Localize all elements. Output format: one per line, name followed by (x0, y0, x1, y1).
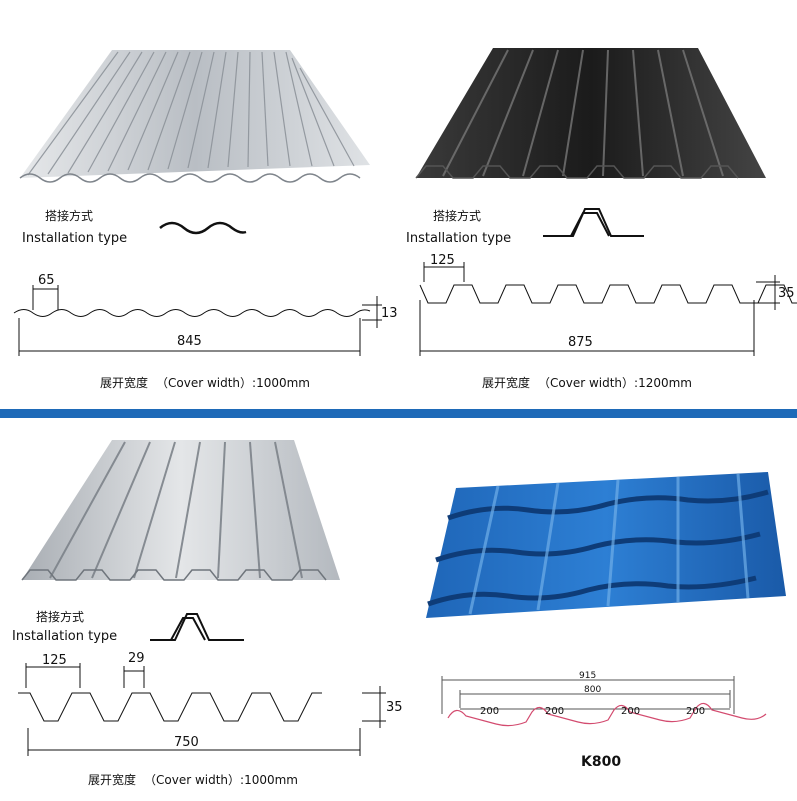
fine-corrugated-sheet-image (19, 50, 370, 183)
cover-width-en: （Cover width）:1200mm (538, 376, 692, 390)
segment-dimension: 200 (480, 706, 499, 717)
install-en-label: Installation type (406, 231, 511, 246)
black-trapezoidal-sheet-image (415, 48, 766, 179)
pitch-dimension: 125 (430, 253, 455, 268)
fine-corrugated-profile (13, 285, 382, 356)
glazed-tile-drawing: 915 800 200 200 200 200 K800 (426, 472, 786, 770)
cover-width-en: （Cover width）:1000mm (144, 773, 298, 787)
segment-dimension: 200 (545, 706, 564, 717)
panel-fine-corrugated: 搭接方式 Installation type 65 13 845 展开宽度 （C… (0, 0, 398, 410)
span-dimension: 750 (174, 735, 199, 750)
install-cn-label: 搭接方式 (433, 208, 481, 223)
model-label: K800 (581, 754, 621, 770)
install-type-icon (159, 221, 247, 235)
height-dimension: 35 (386, 700, 403, 715)
trapezoidal-profile (419, 262, 797, 356)
cover-width-cn: 展开宽度 (88, 772, 136, 787)
pitch-dimension: 125 (42, 653, 67, 668)
top-width-dimension: 29 (128, 651, 145, 666)
trapezoidal-profile (18, 663, 386, 756)
install-en-label: Installation type (22, 231, 127, 246)
overall-width-dimension: 915 (579, 671, 596, 681)
trapezoidal-silver-drawing: 搭接方式 Installation type 125 29 35 750 展开宽… (12, 440, 403, 787)
cover-width-cn: 展开宽度 (100, 375, 148, 390)
panel-trapezoidal-black: 搭接方式 Installation type 125 35 875 展开宽度 （… (398, 0, 797, 410)
k800-profile (441, 676, 767, 727)
effective-width-dimension: 800 (584, 685, 601, 695)
span-dimension: 875 (568, 335, 593, 350)
trapezoidal-black-drawing: 搭接方式 Installation type 125 35 875 展开宽度 （… (406, 48, 797, 390)
blue-glazed-tile-image (426, 472, 786, 618)
fine-corrugated-drawing: 搭接方式 Installation type 65 13 845 展开宽度 （C… (13, 50, 398, 390)
install-type-icon (150, 613, 244, 641)
install-en-label: Installation type (12, 629, 117, 644)
panel-divider-bar (0, 409, 797, 418)
height-dimension: 13 (381, 306, 398, 321)
pitch-dimension: 65 (38, 273, 55, 288)
panel-trapezoidal-silver: 搭接方式 Installation type 125 29 35 750 展开宽… (0, 418, 403, 801)
install-type-icon (543, 208, 644, 237)
height-dimension: 35 (778, 286, 795, 301)
cover-width-en: （Cover width）:1000mm (156, 376, 310, 390)
install-cn-label: 搭接方式 (45, 208, 93, 223)
segment-dimension: 200 (621, 706, 640, 717)
panel-glazed-tile-k800: 915 800 200 200 200 200 K800 (398, 418, 797, 801)
silver-trapezoidal-sheet-image (21, 440, 340, 581)
cover-width-cn: 展开宽度 (482, 375, 530, 390)
segment-dimension: 200 (686, 706, 705, 717)
span-dimension: 845 (177, 334, 202, 349)
install-cn-label: 搭接方式 (36, 609, 84, 624)
